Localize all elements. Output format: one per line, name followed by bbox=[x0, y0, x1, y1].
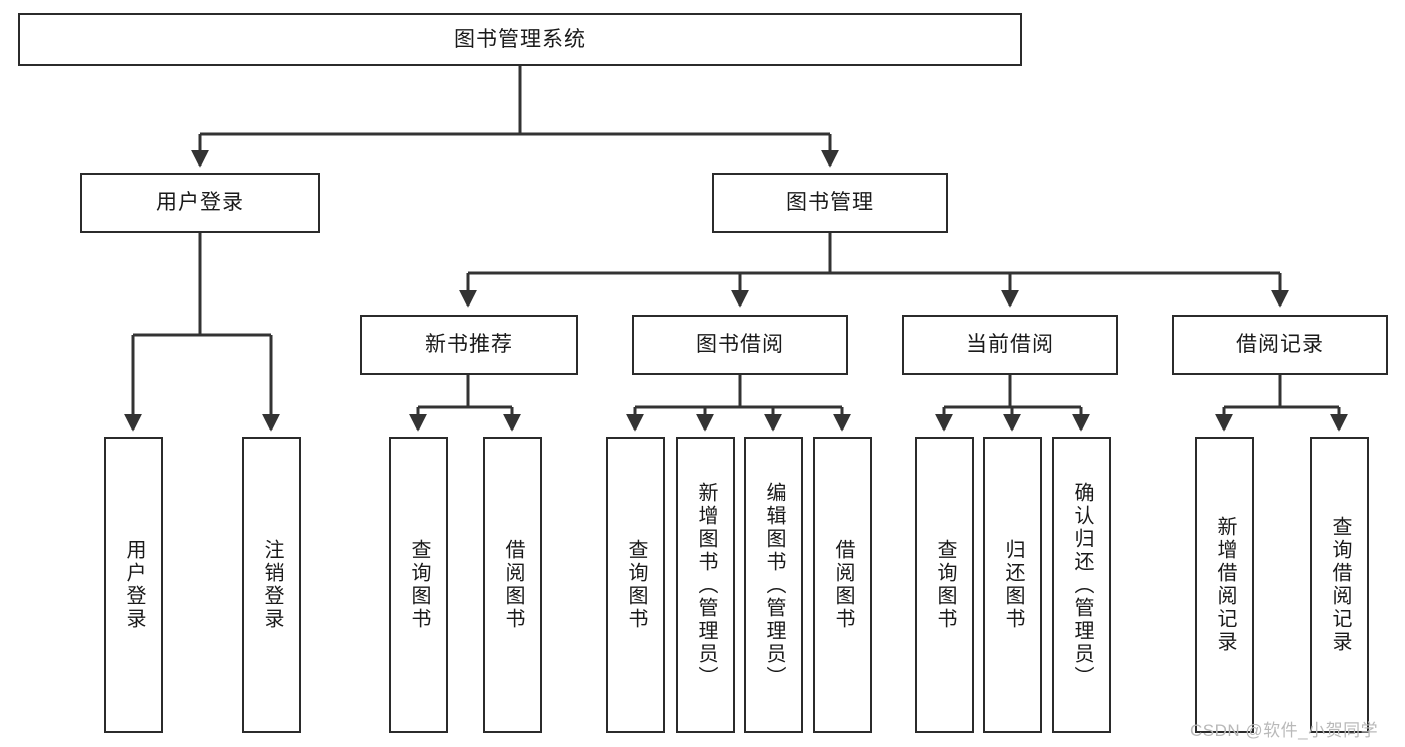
leaf-borrowrecord-query-record-label: 查询借阅记录 bbox=[1329, 516, 1351, 654]
leaf-bookborrow-borrow-book[interactable]: 借阅图书 bbox=[813, 437, 872, 733]
leaf-bookborrow-borrow-book-label: 借阅图书 bbox=[832, 539, 854, 631]
leaf-bookborrow-query-book[interactable]: 查询图书 bbox=[606, 437, 665, 733]
node-borrow-record-label: 借阅记录 bbox=[1236, 333, 1324, 357]
node-new-book-recommend[interactable]: 新书推荐 bbox=[360, 315, 578, 375]
leaf-newbook-borrow-book-label: 借阅图书 bbox=[502, 539, 524, 631]
leaf-currentborrow-confirm-return[interactable]: 确认归还（管理员） bbox=[1052, 437, 1111, 733]
node-user-login[interactable]: 用户登录 bbox=[80, 173, 320, 233]
leaf-newbook-borrow-book[interactable]: 借阅图书 bbox=[483, 437, 542, 733]
leaf-newbook-query-book[interactable]: 查询图书 bbox=[389, 437, 448, 733]
watermark-text: CSDN @软件_小贺同学 bbox=[1190, 721, 1379, 740]
node-book-management[interactable]: 图书管理 bbox=[712, 173, 948, 233]
leaf-user-login[interactable]: 用户登录 bbox=[104, 437, 163, 733]
node-current-borrow-label: 当前借阅 bbox=[966, 333, 1054, 357]
leaf-bookborrow-add-book[interactable]: 新增图书（管理员） bbox=[676, 437, 735, 733]
leaf-bookborrow-edit-book-label: 编辑图书（管理员） bbox=[763, 481, 785, 689]
leaf-currentborrow-return-book-label: 归还图书 bbox=[1002, 539, 1024, 631]
leaf-bookborrow-query-book-label: 查询图书 bbox=[625, 539, 647, 631]
leaf-borrowrecord-add-record-label: 新增借阅记录 bbox=[1214, 516, 1236, 654]
leaf-borrowrecord-add-record[interactable]: 新增借阅记录 bbox=[1195, 437, 1254, 733]
node-borrow-record[interactable]: 借阅记录 bbox=[1172, 315, 1388, 375]
node-book-borrow[interactable]: 图书借阅 bbox=[632, 315, 848, 375]
leaf-currentborrow-confirm-return-label: 确认归还（管理员） bbox=[1071, 481, 1093, 689]
node-book-borrow-label: 图书借阅 bbox=[696, 333, 784, 357]
node-root-system-label: 图书管理系统 bbox=[454, 27, 586, 51]
leaf-user-login-label: 用户登录 bbox=[123, 539, 145, 631]
leaf-currentborrow-query-book-label: 查询图书 bbox=[934, 539, 956, 631]
leaf-logout[interactable]: 注销登录 bbox=[242, 437, 301, 733]
leaf-currentborrow-return-book[interactable]: 归还图书 bbox=[983, 437, 1042, 733]
node-book-management-label: 图书管理 bbox=[786, 191, 874, 215]
leaf-bookborrow-add-book-label: 新增图书（管理员） bbox=[695, 481, 717, 689]
leaf-newbook-query-book-label: 查询图书 bbox=[408, 539, 430, 631]
leaf-currentborrow-query-book[interactable]: 查询图书 bbox=[915, 437, 974, 733]
node-new-book-recommend-label: 新书推荐 bbox=[425, 333, 513, 357]
leaf-bookborrow-edit-book[interactable]: 编辑图书（管理员） bbox=[744, 437, 803, 733]
node-current-borrow[interactable]: 当前借阅 bbox=[902, 315, 1118, 375]
node-root-system[interactable]: 图书管理系统 bbox=[18, 13, 1022, 66]
node-user-login-label: 用户登录 bbox=[156, 191, 244, 215]
leaf-logout-label: 注销登录 bbox=[261, 539, 283, 631]
leaf-borrowrecord-query-record[interactable]: 查询借阅记录 bbox=[1310, 437, 1369, 733]
